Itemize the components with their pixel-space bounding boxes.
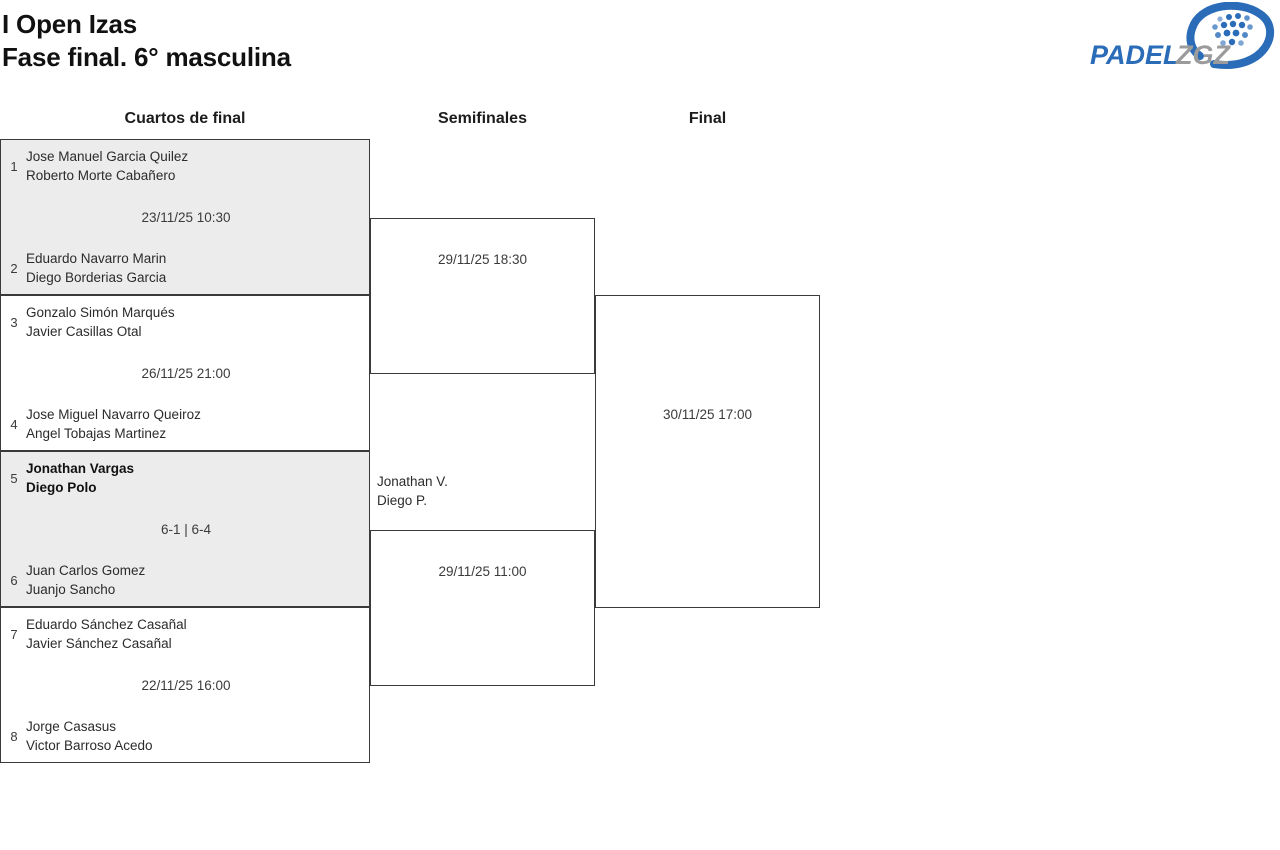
round-header-quarterfinals: Cuartos de final: [124, 110, 246, 127]
round-header-final: Final: [688, 110, 727, 127]
page-header: I Open Izas Fase final. 6° masculina: [0, 0, 1280, 100]
seed-number: 3: [10, 315, 18, 330]
player-name: Angel Tobajas Martinez: [26, 425, 167, 441]
tournament-name: I Open Izas: [2, 9, 138, 39]
team-names-winner: Jonathan Vargas Diego Polo: [26, 460, 364, 497]
player-name: Eduardo Sánchez Casañal: [26, 617, 187, 632]
match-quarterfinal-4[interactable]: 7 Eduardo Sánchez Casañal Javier Sánchez…: [0, 607, 370, 763]
player-name: Juanjo Sancho: [26, 581, 116, 597]
round-header-semifinals: Semifinales: [438, 110, 527, 127]
player-name: Jose Miguel Navarro Queiroz: [26, 407, 201, 422]
team-names: Eduardo Sánchez Casañal Javier Sánchez C…: [26, 616, 364, 653]
logo-text-secondary: ZGZ: [1175, 40, 1231, 70]
match-meta: 29/11/25 18:30: [437, 252, 528, 267]
logo-text-primary: PADEL: [1090, 40, 1180, 70]
match-slot-top[interactable]: 5 Jonathan Vargas Diego Polo: [1, 460, 371, 500]
player-name: Jonathan V.: [377, 474, 448, 489]
team-names: Jose Manuel Garcia Quilez Roberto Morte …: [26, 148, 364, 185]
team-names: Jorge Casasus Victor Barroso Acedo: [26, 718, 364, 755]
team-names: Gonzalo Simón Marqués Javier Casillas Ot…: [26, 304, 364, 341]
page-title: I Open Izas Fase final. 6° masculina: [2, 8, 291, 74]
match-meta: 22/11/25 16:00: [141, 678, 231, 693]
player-name: Jonathan Vargas: [26, 461, 135, 476]
seed-number: 5: [10, 471, 18, 486]
match-slot-bottom[interactable]: 6 Juan Carlos Gomez Juanjo Sancho: [1, 562, 371, 602]
player-name: Javier Sánchez Casañal: [26, 635, 172, 651]
seed-number: 4: [10, 417, 18, 432]
match-final[interactable]: 30/11/25 17:00: [595, 295, 820, 608]
player-name: Victor Barroso Acedo: [26, 737, 153, 753]
match-semifinal-2[interactable]: 29/11/25 11:00: [370, 530, 595, 686]
team-names: Juan Carlos Gomez Juanjo Sancho: [26, 562, 364, 599]
player-name: Roberto Morte Cabañero: [26, 167, 176, 183]
seed-number: 1: [10, 159, 18, 174]
player-name: Juan Carlos Gomez: [26, 563, 146, 578]
player-name: Jose Manuel Garcia Quilez: [26, 149, 189, 164]
player-name: Gonzalo Simón Marqués: [26, 305, 175, 320]
padelzgz-logo: PADEL ZGZ: [1088, 2, 1276, 76]
player-name: Diego Polo: [26, 479, 97, 495]
team-names: Eduardo Navarro Marin Diego Borderias Ga…: [26, 250, 364, 287]
match-meta: 30/11/25 17:00: [662, 407, 753, 422]
match-semifinal-1[interactable]: 29/11/25 18:30: [370, 218, 595, 374]
match-slot-top[interactable]: 3 Gonzalo Simón Marqués Javier Casillas …: [1, 304, 371, 344]
player-name: Diego P.: [377, 492, 428, 508]
match-meta: 29/11/25 11:00: [438, 564, 527, 579]
player-name: Diego Borderias Garcia: [26, 269, 167, 285]
match-slot-top[interactable]: 1 Jose Manuel Garcia Quilez Roberto Mort…: [1, 148, 371, 188]
player-name: Jorge Casasus: [26, 719, 117, 734]
match-slot-top[interactable]: 7 Eduardo Sánchez Casañal Javier Sánchez…: [1, 616, 371, 656]
player-name: Eduardo Navarro Marin: [26, 251, 167, 266]
seed-number: 8: [10, 729, 18, 744]
seed-number: 6: [10, 573, 18, 588]
seed-number: 2: [10, 261, 18, 276]
seed-number: 7: [10, 627, 18, 642]
match-meta: 23/11/25 10:30: [141, 210, 231, 225]
tournament-phase: Fase final. 6° masculina: [2, 42, 291, 72]
semifinal-2-advanced-team: Jonathan V. Diego P.: [377, 473, 587, 510]
match-score: 6-1 | 6-4: [160, 522, 212, 537]
match-quarterfinal-3[interactable]: 5 Jonathan Vargas Diego Polo 6-1 | 6-4 6…: [0, 451, 370, 607]
match-slot-bottom[interactable]: 8 Jorge Casasus Victor Barroso Acedo: [1, 718, 371, 758]
match-quarterfinal-2[interactable]: 3 Gonzalo Simón Marqués Javier Casillas …: [0, 295, 370, 451]
team-names: Jose Miguel Navarro Queiroz Angel Tobaja…: [26, 406, 364, 443]
match-slot-bottom[interactable]: 2 Eduardo Navarro Marin Diego Borderias …: [1, 250, 371, 290]
match-meta: 26/11/25 21:00: [141, 366, 231, 381]
match-slot-bottom[interactable]: 4 Jose Miguel Navarro Queiroz Angel Toba…: [1, 406, 371, 446]
player-name: Javier Casillas Otal: [26, 323, 142, 339]
match-quarterfinal-1[interactable]: 1 Jose Manuel Garcia Quilez Roberto Mort…: [0, 139, 370, 295]
